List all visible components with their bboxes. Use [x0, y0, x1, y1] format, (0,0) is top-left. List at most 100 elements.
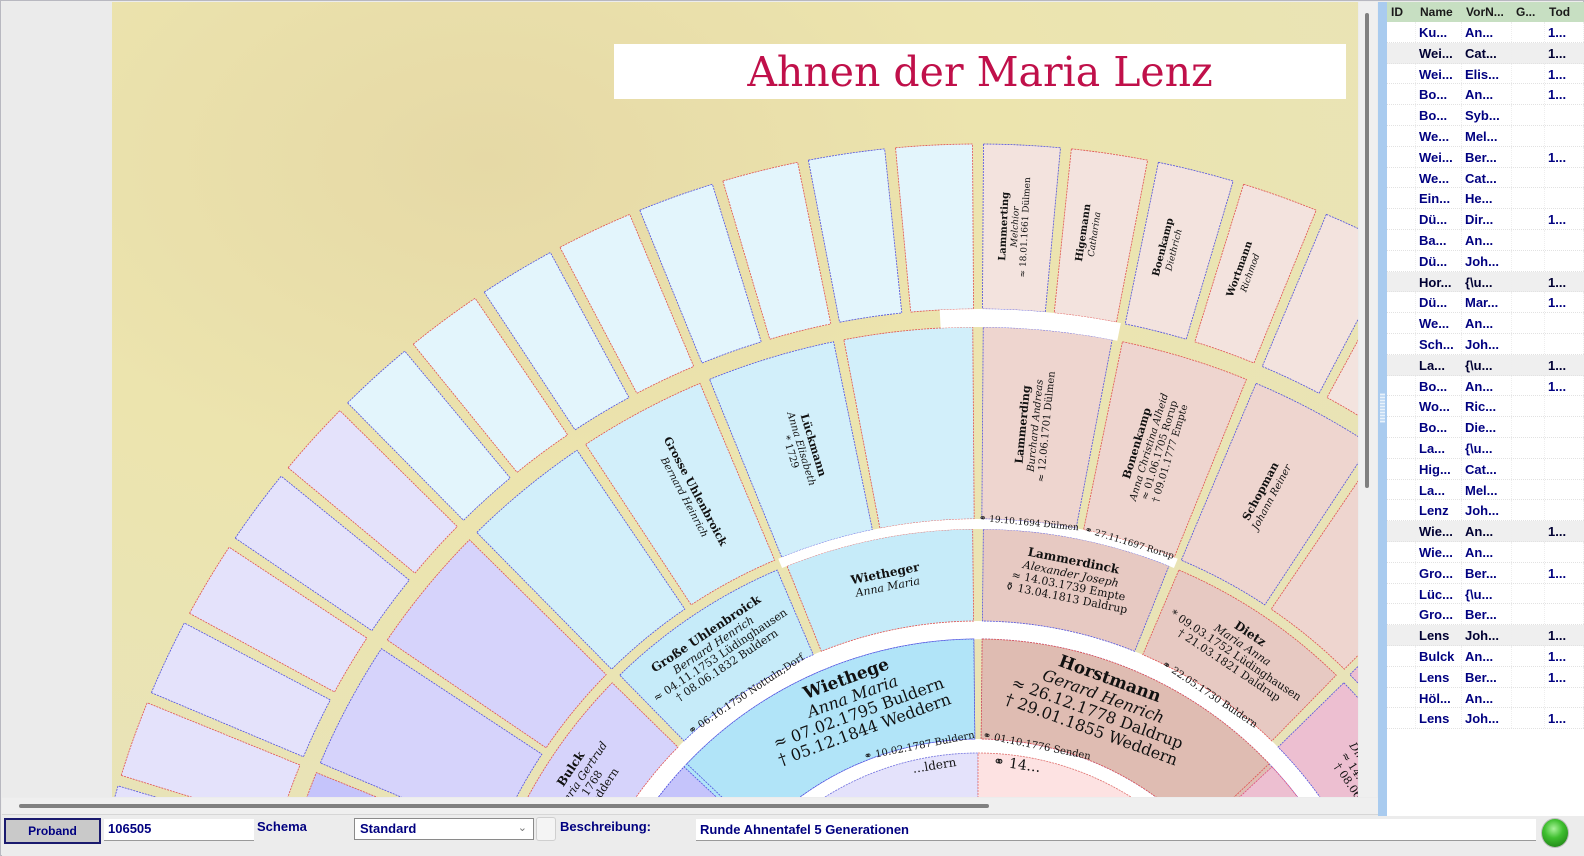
sector-wiethege-main[interactable] [686, 638, 976, 797]
gen3-sector[interactable] [786, 528, 975, 652]
schema-select[interactable]: Standard ⌄ [354, 818, 534, 840]
cell-vorname: An... [1462, 375, 1512, 396]
proband-sector-right[interactable] [977, 752, 1266, 797]
grid-row[interactable]: We...Mel... [1387, 125, 1584, 147]
grid-row[interactable]: Lüc...{\u... [1387, 583, 1584, 605]
person-grid[interactable]: ID Name VorN... G... Tod Ku...An...1...W… [1387, 2, 1584, 816]
gen5-sector[interactable] [982, 143, 1061, 313]
gen5-sector[interactable] [807, 148, 903, 323]
splitter-grip-icon[interactable] [1380, 393, 1385, 423]
grid-row[interactable]: Wei...Cat...1... [1387, 42, 1584, 64]
gen3-sector[interactable] [507, 682, 679, 797]
cell-vorname: {\u... [1462, 437, 1512, 458]
grid-row[interactable]: Ein...He... [1387, 188, 1584, 210]
proband-button[interactable]: Proband [4, 818, 101, 844]
gen5-sector[interactable] [895, 143, 974, 313]
gen3-sector[interactable] [619, 569, 814, 742]
grid-row[interactable]: Dü...Dir...1... [1387, 209, 1584, 230]
grid-row[interactable]: Wei...Ber...1... [1387, 146, 1584, 168]
gen4-sector[interactable] [1270, 450, 1358, 670]
gen3-sector[interactable] [981, 528, 1170, 652]
grid-row[interactable]: La...Mel... [1387, 479, 1584, 501]
gen5-sector[interactable] [483, 251, 630, 431]
grid-row[interactable]: Ku...An...1... [1387, 22, 1584, 43]
vertical-scrollbar-thumb[interactable] [1365, 13, 1369, 488]
gen5-sector[interactable] [120, 702, 301, 797]
gen5-sector[interactable] [1326, 253, 1358, 430]
proband-sector-left[interactable] [690, 752, 979, 797]
grid-row[interactable]: Bo...Syb... [1387, 105, 1584, 126]
gen5-sector[interactable] [347, 350, 511, 521]
gen4-sector[interactable] [386, 539, 607, 749]
cell-tod [1545, 396, 1584, 417]
grid-row[interactable]: Wie...An...1... [1387, 521, 1584, 542]
horizontal-scrollbar-thumb[interactable] [19, 804, 989, 808]
gen4-sector[interactable] [319, 648, 543, 797]
sector-gen2-left[interactable] [576, 766, 757, 797]
gen5-sector[interactable] [639, 183, 762, 364]
grid-row[interactable]: Bo...Die... [1387, 417, 1584, 438]
grid-row[interactable]: Wei...Elis...1... [1387, 63, 1584, 85]
grid-row[interactable]: Dü...Mar...1... [1387, 292, 1584, 314]
gen5-sector[interactable] [1124, 161, 1234, 340]
gen5-sector[interactable] [1053, 148, 1149, 323]
description-input[interactable]: Runde Ahnentafel 5 Generationen [696, 819, 1536, 841]
cell-tod [1545, 188, 1584, 209]
column-header-geburt[interactable]: G... [1516, 5, 1536, 19]
gen4-sector[interactable] [1349, 540, 1358, 748]
grid-row[interactable]: Ba...An... [1387, 229, 1584, 251]
grid-row[interactable]: Höl...An... [1387, 687, 1584, 709]
column-header-name[interactable]: Name [1420, 5, 1453, 19]
grid-row[interactable]: Dü...Joh... [1387, 250, 1584, 272]
gen5-sector[interactable] [287, 410, 458, 574]
gen5-sector[interactable] [559, 213, 695, 394]
gen4-sector[interactable] [279, 772, 495, 797]
gen5-sector[interactable] [234, 475, 410, 632]
gen4-sector[interactable] [1180, 382, 1358, 606]
gen3-sector[interactable] [1142, 569, 1337, 742]
gen5-sector[interactable] [1194, 183, 1317, 364]
proband-id-input[interactable]: 106505 [104, 819, 254, 841]
gen3-sector[interactable] [1277, 682, 1358, 797]
gen5-sector[interactable] [722, 161, 832, 340]
gen5-sector[interactable] [1261, 213, 1358, 394]
gen5-sector[interactable] [412, 297, 569, 473]
grid-row[interactable]: Wo...Ric... [1387, 396, 1584, 418]
gen5-sector[interactable] [112, 785, 276, 797]
cell-id [1387, 500, 1416, 521]
grid-row[interactable]: La...{\u...1... [1387, 354, 1584, 376]
grid-row[interactable]: Hig...Cat... [1387, 458, 1584, 480]
gen4-sector[interactable] [585, 382, 776, 606]
gen5-sector[interactable] [188, 546, 368, 693]
column-header-vorname[interactable]: VorN... [1466, 5, 1504, 19]
grid-row[interactable]: Bo...An...1... [1387, 84, 1584, 106]
sector-gen2-right[interactable] [1199, 766, 1358, 797]
schema-options-button[interactable] [536, 817, 556, 841]
cell-name: Gro... [1416, 562, 1462, 583]
grid-row[interactable]: Sch...Joh... [1387, 333, 1584, 355]
cell-vorname: Ric... [1462, 396, 1512, 417]
grid-row[interactable]: Gro...Ber...1... [1387, 562, 1584, 584]
grid-row[interactable]: Gro...Ber... [1387, 604, 1584, 626]
grid-row[interactable]: We...An... [1387, 313, 1584, 334]
grid-row[interactable]: Wie...An... [1387, 541, 1584, 563]
cell-id [1387, 687, 1416, 708]
gen4-sector[interactable] [476, 449, 686, 670]
cell-geburt [1512, 84, 1545, 105]
grid-row[interactable]: We...Cat... [1387, 167, 1584, 189]
grid-row[interactable]: Hor...{\u...1... [1387, 271, 1584, 293]
gen5-sector[interactable] [150, 622, 331, 758]
column-header-tod[interactable]: Tod [1549, 5, 1571, 19]
grid-row[interactable]: Bo...An...1... [1387, 375, 1584, 397]
cell-name: Bo... [1416, 105, 1462, 125]
grid-row[interactable]: La...{\u... [1387, 437, 1584, 459]
sector-horstmann-main[interactable] [980, 638, 1270, 797]
column-header-id[interactable]: ID [1391, 5, 1403, 19]
cell-geburt [1512, 521, 1545, 541]
